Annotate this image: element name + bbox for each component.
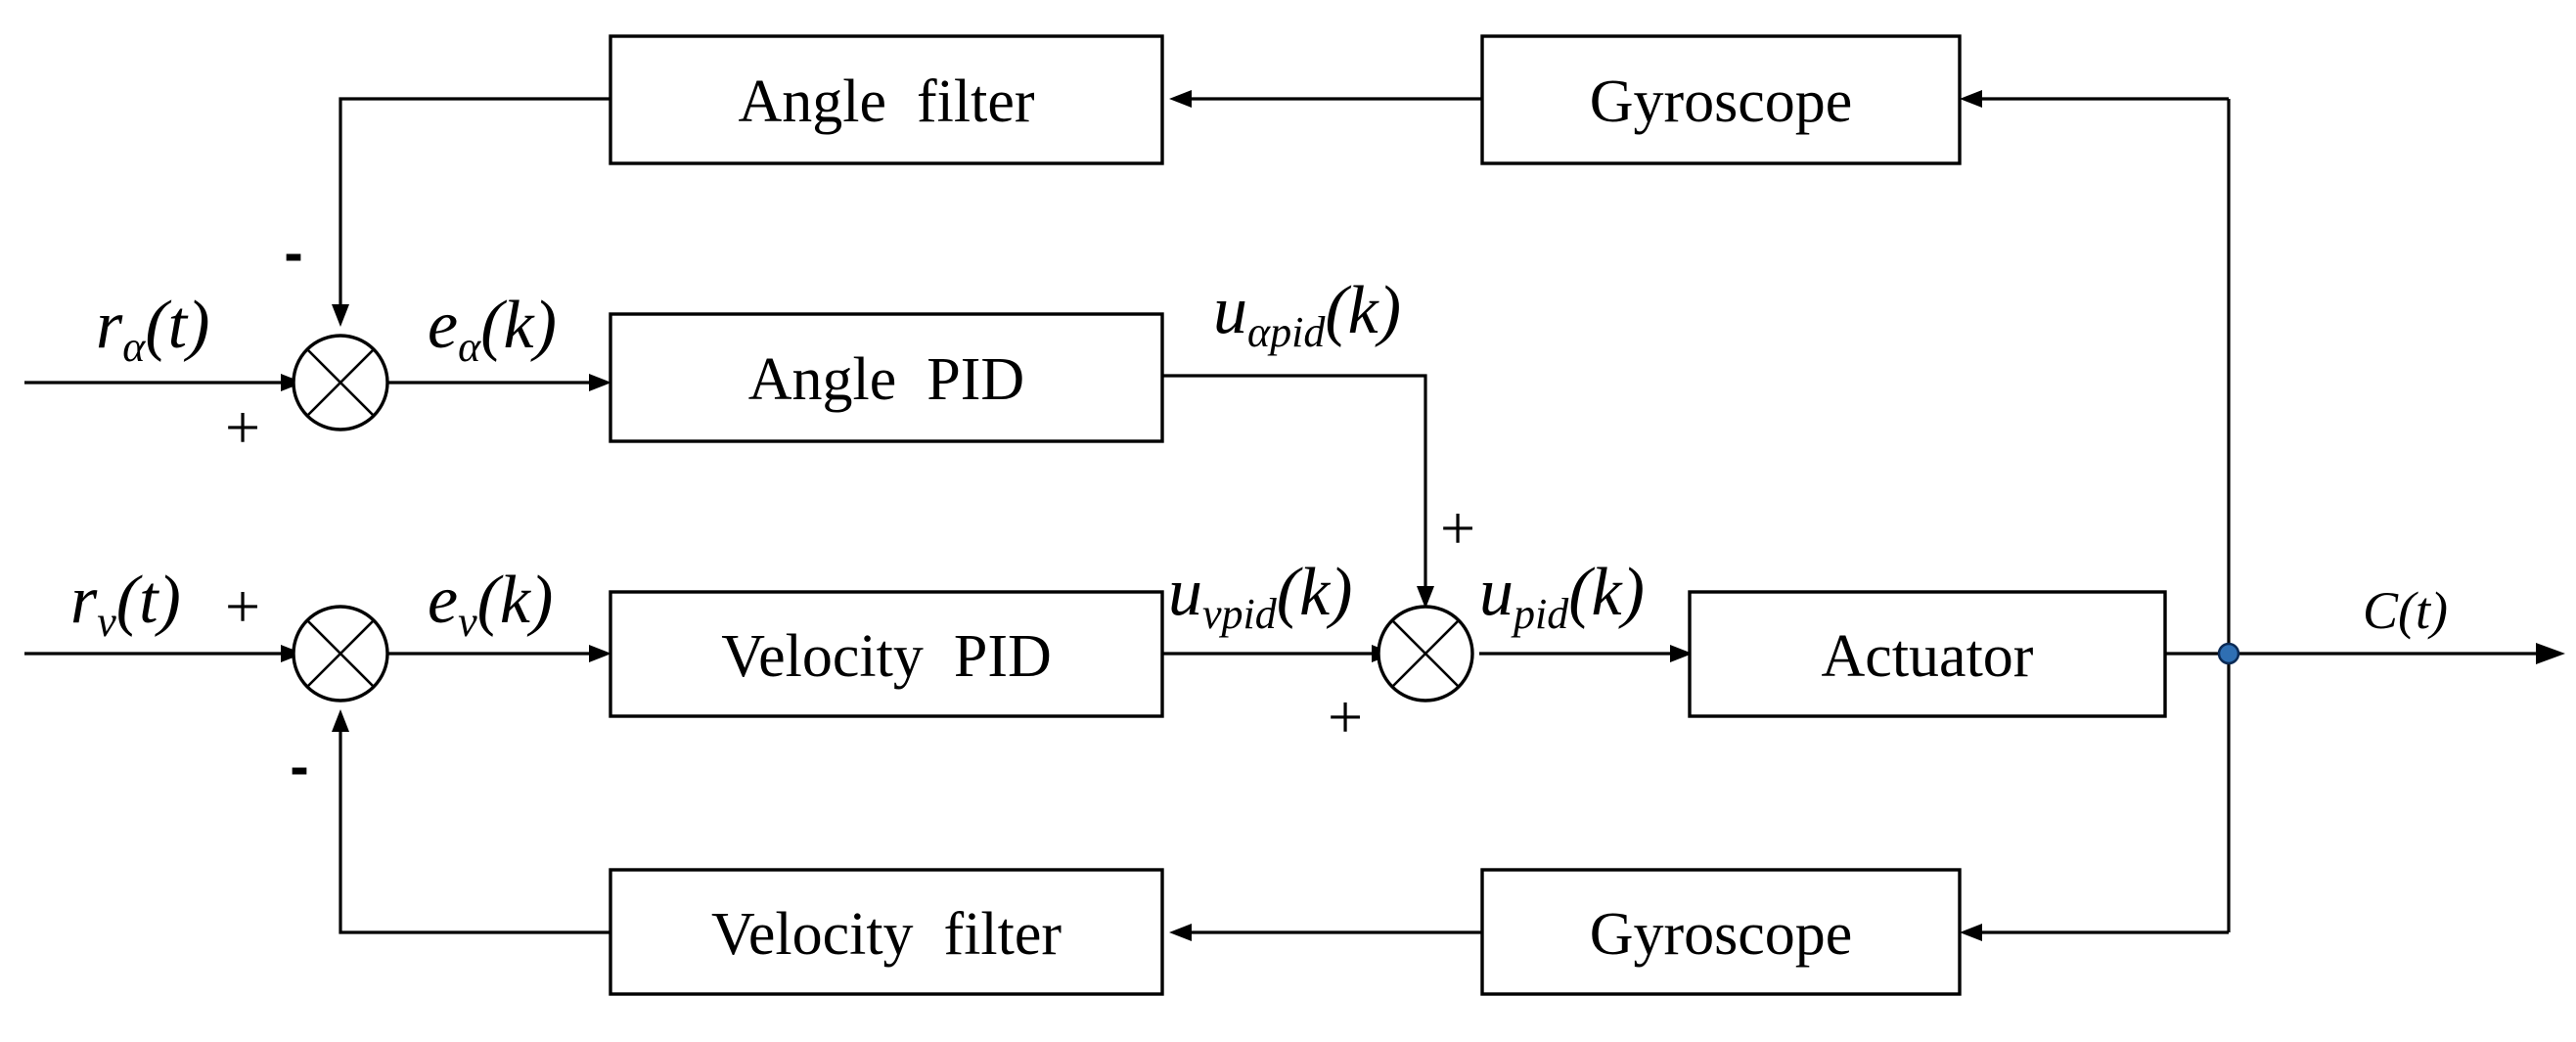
velocity-sum-feedback-sign: - bbox=[290, 735, 308, 798]
actuator-label: Actuator bbox=[1822, 623, 2034, 690]
u-alpha-pid-wire bbox=[1162, 374, 1427, 589]
arrowhead bbox=[332, 709, 349, 732]
gyroscope-bottom-block: Gyroscope bbox=[1480, 868, 1962, 996]
velocity-feedback-wire bbox=[339, 731, 610, 934]
feedback-junction-node bbox=[2217, 642, 2240, 665]
arrowhead bbox=[1417, 586, 1434, 609]
u-alpha-pid-label: uαpid(k) bbox=[1213, 273, 1401, 356]
arrowhead bbox=[1169, 90, 1192, 108]
control-sum-angle-sign: + bbox=[1440, 493, 1475, 563]
angle-summing-junction bbox=[292, 334, 389, 431]
angle-feedback-wire bbox=[339, 97, 610, 305]
gyroscope-bottom-label: Gyroscope bbox=[1590, 901, 1853, 968]
output-label: C(t) bbox=[2363, 581, 2448, 640]
control-sum-velocity-sign: + bbox=[1328, 682, 1363, 751]
arrowhead bbox=[1670, 645, 1693, 662]
gyroscope-top-block: Gyroscope bbox=[1480, 34, 1962, 165]
angle-pid-block: Angle PID bbox=[609, 312, 1164, 443]
u-pid-label: upid(k) bbox=[1479, 555, 1645, 638]
velocity-filter-label: Velocity filter bbox=[711, 901, 1062, 968]
u-vpid-label: uvpid(k) bbox=[1168, 555, 1352, 638]
angle-sum-reference-sign: + bbox=[225, 392, 260, 462]
arrowhead bbox=[332, 304, 349, 327]
arrowhead bbox=[589, 374, 611, 391]
r-alpha-label: rα(t) bbox=[96, 288, 209, 371]
velocity-pid-label: Velocity PID bbox=[721, 623, 1052, 690]
control-summing-junction bbox=[1377, 605, 1474, 702]
angle-filter-label: Angle filter bbox=[738, 68, 1034, 135]
r-v-label: rv(t) bbox=[70, 563, 181, 646]
velocity-pid-block: Velocity PID bbox=[609, 590, 1164, 718]
arrowhead bbox=[1169, 924, 1192, 941]
arrowhead bbox=[1960, 924, 1982, 941]
e-v-label: ev(k) bbox=[428, 563, 553, 646]
arrowhead bbox=[2536, 643, 2565, 664]
arrowhead bbox=[1960, 90, 1982, 108]
gyroscope-top-label: Gyroscope bbox=[1590, 68, 1853, 135]
actuator-block: Actuator bbox=[1688, 590, 2167, 718]
velocity-sum-reference-sign: + bbox=[225, 571, 260, 641]
angle-filter-block: Angle filter bbox=[609, 34, 1164, 165]
e-alpha-label: eα(k) bbox=[428, 288, 557, 371]
velocity-summing-junction bbox=[292, 605, 389, 702]
arrowhead bbox=[589, 645, 611, 662]
velocity-filter-block: Velocity filter bbox=[609, 868, 1164, 996]
angle-pid-label: Angle PID bbox=[748, 346, 1024, 413]
angle-sum-feedback-sign: - bbox=[284, 221, 302, 285]
